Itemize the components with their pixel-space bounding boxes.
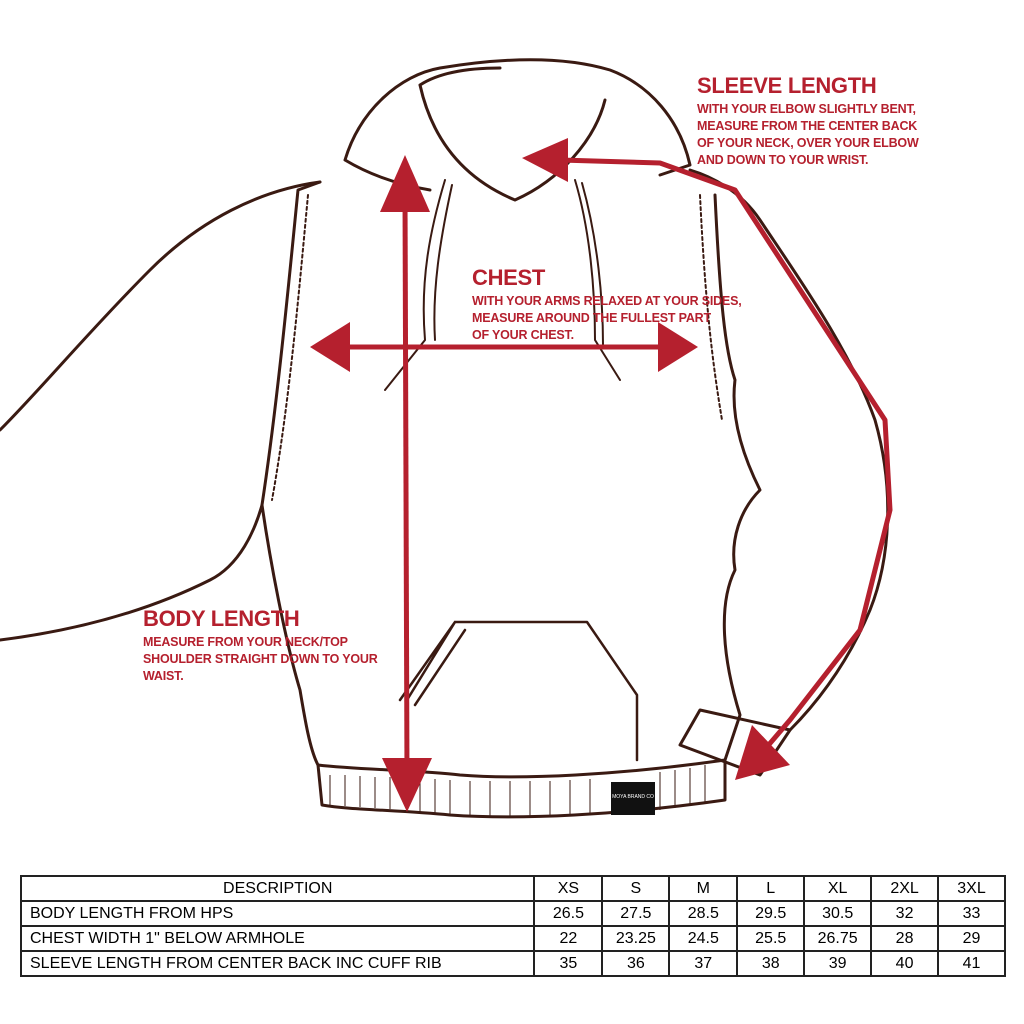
table-cell: 35 [533,950,604,977]
table-cell: 32 [870,900,940,927]
table-cell: 29 [937,925,1006,952]
header-cell: 2XL [870,875,940,902]
table-row: BODY LENGTH FROM HPS 26.5 27.5 28.5 29.5… [19,900,1006,927]
chest-line: MEASURE AROUND THE FULLEST PART [472,311,711,325]
table-cell: 38 [736,950,806,977]
chest-title: CHEST [472,265,546,290]
sleeve-line: OF YOUR NECK, OVER YOUR ELBOW [697,136,919,150]
arrow-left [310,322,350,372]
waistband-ribbing [329,765,706,816]
left-sleeve [0,180,322,642]
arrow-up [380,155,430,212]
sleeve-title: SLEEVE LENGTH [697,73,877,98]
table-cell: BODY LENGTH FROM HPS [19,900,536,927]
arrow-right [658,322,698,372]
table-cell: 30.5 [803,900,873,927]
table-cell: 27.5 [601,900,671,927]
chest-line: OF YOUR CHEST. [472,328,574,342]
table-row: CHEST WIDTH 1" BELOW ARMHOLE 22 23.25 24… [19,925,1006,952]
hood [343,58,692,192]
body-line: MEASURE FROM YOUR NECK/TOP [143,635,348,649]
hood-inner [418,66,607,202]
header-cell: S [601,875,671,902]
body-left [260,180,322,767]
table-cell: 29.5 [736,900,806,927]
table-cell: 23.25 [601,925,671,952]
table-cell: SLEEVE LENGTH FROM CENTER BACK INC CUFF … [19,950,536,977]
tag-logo: MOYA BRAND CO [611,782,655,815]
chest-line: WITH YOUR ARMS RELAXED AT YOUR SIDES, [472,294,742,308]
table-cell: 33 [937,900,1006,927]
sleeve-line: MEASURE FROM THE CENTER BACK [697,119,918,133]
chest-annotation: CHEST WITH YOUR ARMS RELAXED AT YOUR SID… [472,265,742,344]
arrow-sleeve-end [735,725,790,780]
hoodie-illustration: MOYA BRAND CO [0,58,893,819]
header-cell: M [668,875,739,902]
table-cell: 28 [870,925,940,952]
header-cell: XL [803,875,873,902]
arrow-sleeve-start [522,138,568,182]
drawstring-left [384,179,453,391]
header-cell: 3XL [937,875,1006,902]
sleeve-length-annotation: SLEEVE LENGTH WITH YOUR ELBOW SLIGHTLY B… [697,73,919,169]
pocket [398,620,639,762]
header-cell: XS [533,875,604,902]
cuff [678,708,792,777]
table-cell: 26.5 [533,900,604,927]
sleeve-line: WITH YOUR ELBOW SLIGHTLY BENT, [697,102,916,116]
table-header-row: DESCRIPTION XS S M L XL 2XL 3XL [19,875,1006,902]
table-cell: 40 [870,950,940,977]
body-length-annotation: BODY LENGTH MEASURE FROM YOUR NECK/TOP SH… [143,606,378,685]
table-cell: 39 [803,950,873,977]
drawstring-right [574,179,621,381]
table-cell: 25.5 [736,925,806,952]
table-cell: 37 [668,950,739,977]
measurement-arrows [310,138,893,812]
body-title: BODY LENGTH [143,606,300,631]
table-cell: 26.75 [803,925,873,952]
table-cell: CHEST WIDTH 1" BELOW ARMHOLE [19,925,536,952]
header-cell: DESCRIPTION [19,875,536,902]
svg-text:MOYA BRAND CO: MOYA BRAND CO [612,794,654,800]
size-chart-table: DESCRIPTION XS S M L XL 2XL 3XL BODY LEN… [19,875,1006,977]
body-line: WAIST. [143,669,184,683]
arrow-down [382,758,432,812]
sleeve-line: AND DOWN TO YOUR WRIST. [697,153,869,167]
table-cell: 22 [533,925,604,952]
body-right [688,168,890,762]
header-cell: L [736,875,806,902]
body-line: SHOULDER STRAIGHT DOWN TO YOUR [143,652,378,666]
table-cell: 28.5 [668,900,739,927]
table-row: SLEEVE LENGTH FROM CENTER BACK INC CUFF … [19,950,1006,977]
waistband [316,758,727,819]
table-cell: 41 [937,950,1006,977]
table-cell: 24.5 [668,925,739,952]
table-cell: 36 [601,950,671,977]
